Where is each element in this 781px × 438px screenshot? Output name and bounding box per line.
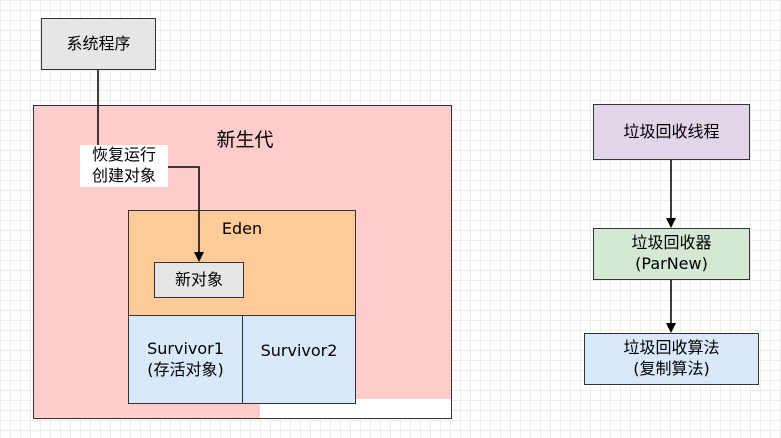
new-object-node: 新对象 — [154, 262, 244, 298]
collector-node: 垃圾回收器 (ParNew) — [593, 228, 750, 280]
eden-label: Eden — [221, 219, 263, 238]
young-generation-title: 新生代 — [216, 129, 274, 151]
resume-create-label: 恢复运行 创建对象 — [80, 145, 168, 187]
survivor1-region: Survivor1 (存活对象) — [128, 315, 243, 404]
system-program-node: 系统程序 — [41, 18, 156, 70]
survivor2-region: Survivor2 — [242, 315, 356, 404]
algorithm-node: 垃圾回收算法 (复制算法) — [584, 333, 759, 385]
gc-thread-node: 垃圾回收线程 — [593, 104, 750, 160]
